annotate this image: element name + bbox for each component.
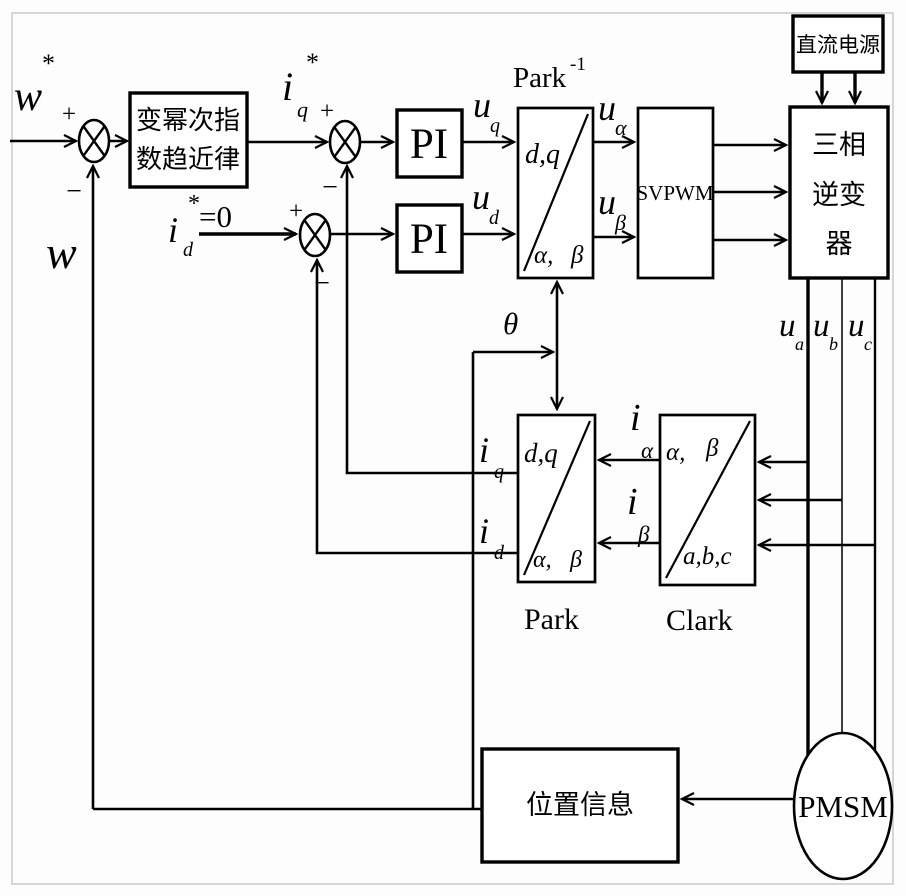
id-fb-sub: d [494, 542, 505, 564]
sum3-plus-sign: + [289, 198, 303, 225]
pmsm-motor: PMSM [792, 731, 894, 881]
ualpha-sub: α [615, 115, 627, 140]
uc-sub: c [864, 334, 872, 354]
ialpha-label: i [630, 397, 641, 439]
sum-junction-id [298, 212, 332, 258]
inverter-label-line2: 逆变 [812, 180, 866, 210]
reaching-law-label-line2: 数趋近律 [136, 145, 240, 174]
sum2-minus-sign: − [322, 172, 338, 203]
pi-q-label: PI [410, 121, 448, 168]
park-block: d,q α, β [516, 413, 597, 584]
sum1-minus-sign: − [66, 176, 82, 207]
park-title: Park [524, 603, 579, 636]
sum2-plus-sign: + [320, 98, 334, 125]
sum-junction-iq [328, 119, 362, 165]
svpwm-block: SVPWM [636, 106, 715, 280]
pi-d-label: PI [410, 216, 448, 263]
ubeta-sub: β [614, 210, 626, 235]
wire-iq-feedback [347, 166, 518, 475]
inverter-block: 三相 逆变 器 [788, 105, 890, 280]
inv-park-alpha-label: α, [534, 242, 553, 269]
ualpha-label: u [598, 88, 616, 128]
reaching-law-label-line1: 变幂次指 [136, 106, 240, 135]
clark-abc-label: a,b,c [683, 543, 732, 570]
iqref-star: * [306, 48, 319, 77]
pi-controller-q: PI [395, 108, 464, 179]
ua-label: u [779, 308, 796, 344]
park-beta-label: β [569, 547, 582, 573]
id-fb-label: i [479, 511, 489, 551]
ialpha-sub: α [641, 438, 654, 463]
theta-label: θ [503, 306, 518, 341]
sum1-plus-sign: + [62, 101, 76, 128]
ibeta-sub: β [637, 522, 650, 547]
ub-label: u [813, 308, 830, 344]
position-info-block: 位置信息 [480, 747, 680, 864]
iq-fb-label: i [479, 430, 489, 470]
idref-value: =0 [199, 199, 232, 234]
dc-supply-label: 直流电源 [796, 33, 880, 57]
ud-label: u [472, 177, 490, 217]
uq-label: u [473, 85, 491, 125]
position-info-label: 位置信息 [526, 790, 634, 820]
pmsm-label: PMSM [798, 789, 888, 824]
ub-sub: b [829, 334, 838, 354]
uq-sub: q [490, 115, 500, 137]
inverse-park-block: d,q α, β [516, 106, 595, 280]
park-alpha-label: α, [533, 547, 552, 573]
inv-park-beta-label: β [570, 242, 584, 269]
sum3-minus-sign: − [314, 268, 330, 299]
wfb-label: w [46, 227, 77, 278]
inverter-label-line3: 器 [826, 229, 853, 259]
clark-alpha-label: α, [666, 439, 685, 466]
sum-junction-speed [77, 118, 111, 164]
inv-park-dq-label: d,q [525, 139, 560, 170]
ud-sub: d [489, 207, 500, 229]
dc-supply-block: 直流电源 [791, 14, 885, 74]
clark-block: α, β a,b,c [658, 413, 757, 587]
reaching-law-block: 变幂次指 数趋近律 [128, 91, 249, 189]
inverter-label-line1: 三相 [812, 130, 866, 160]
idref-sub: d [183, 239, 194, 261]
idref-label: i [168, 210, 178, 250]
ubeta-label: u [598, 182, 616, 222]
wref-label: w [14, 74, 42, 120]
park-dq-label: d,q [524, 438, 558, 468]
idref-star: * [188, 191, 200, 217]
iq-fb-sub: q [494, 461, 504, 483]
wref-star: * [42, 49, 55, 78]
wire-id-feedback [317, 260, 518, 555]
iqref-sub: q [297, 97, 308, 122]
inv-park-title: Park [513, 62, 567, 94]
clark-beta-label: β [705, 435, 719, 462]
uc-label: u [848, 308, 865, 344]
iqref-label: i [282, 64, 293, 109]
ua-sub: a [795, 334, 804, 354]
ibeta-label: i [627, 481, 638, 523]
figure-border [11, 12, 894, 885]
pi-controller-d: PI [395, 203, 464, 274]
clark-title: Clark [666, 604, 733, 637]
inv-park-title-exponent: -1 [570, 54, 586, 75]
svpwm-label: SVPWM [636, 181, 713, 205]
